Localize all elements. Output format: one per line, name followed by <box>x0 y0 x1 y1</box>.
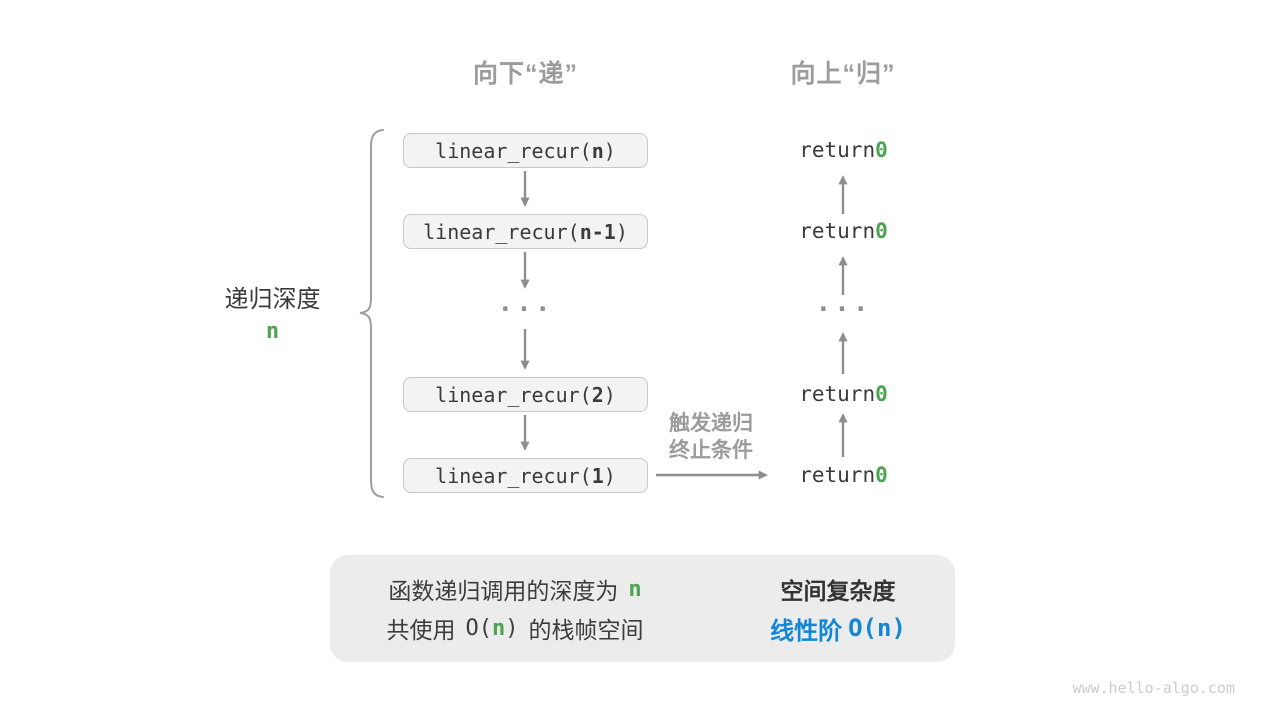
linear-order-result: 线性阶 O(n) <box>770 614 906 645</box>
header-recurse-down: 向下“递” <box>472 60 578 88</box>
trigger-note-line1: 触发递归 <box>669 411 753 435</box>
trigger-note-line2: 终止条件 <box>669 438 753 462</box>
depth-value: n <box>265 318 280 344</box>
return-column-ellipsis: ... <box>815 288 872 318</box>
header-return-up: 向上“归” <box>790 60 896 88</box>
return-row-1: return 0 <box>799 138 888 162</box>
summary-depth-line: 函数递归调用的深度为 n <box>388 576 642 605</box>
call-box-1: linear_recur(1) <box>403 458 648 493</box>
depth-brace <box>359 129 384 498</box>
depth-label: 递归深度 <box>224 285 321 313</box>
summary-stack-space-line: 共使用 O(n) 的栈帧空间 <box>386 615 644 644</box>
return-row-3: return 0 <box>799 382 888 406</box>
return-row-4: return 0 <box>799 463 888 487</box>
call-box-n: linear_recur(n) <box>403 133 648 168</box>
return-row-2: return 0 <box>799 219 888 243</box>
space-complexity-title: 空间复杂度 <box>780 578 896 604</box>
summary-panel: 函数递归调用的深度为 n 共使用 O(n) 的栈帧空间 空间复杂度 线性阶 O(… <box>330 555 955 662</box>
call-box-n-1: linear_recur(n-1) <box>403 214 648 249</box>
site-watermark: www.hello-algo.com <box>1072 679 1235 697</box>
call-box-2: linear_recur(2) <box>403 377 648 412</box>
call-stack-ellipsis: ... <box>497 288 554 318</box>
